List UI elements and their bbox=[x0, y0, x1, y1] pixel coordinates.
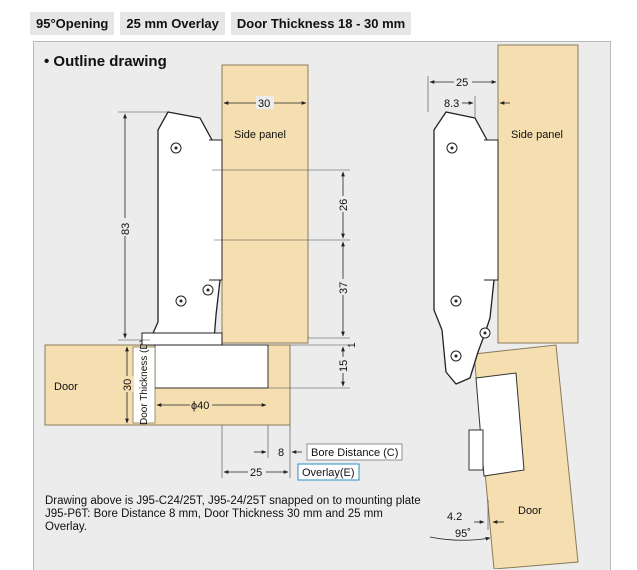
tab-door-thickness: Door Thickness 18 - 30 mm bbox=[230, 12, 412, 35]
dim-bg bbox=[336, 196, 350, 212]
dim-gap-4-2: 4.2 bbox=[447, 511, 462, 523]
dim-door-30: 30 bbox=[122, 379, 134, 391]
left-side-panel-label: Side panel bbox=[234, 129, 286, 141]
right-mounting-plate bbox=[484, 139, 499, 281]
dim-spacing-37: 37 bbox=[338, 282, 350, 294]
overlay-label: Overlay(E) bbox=[302, 467, 355, 479]
dim-bg bbox=[248, 465, 266, 478]
right-door-label: Door bbox=[518, 505, 542, 517]
left-mounting-plate bbox=[209, 139, 223, 281]
dim-bg bbox=[454, 75, 472, 88]
right-screw-top bbox=[446, 142, 458, 154]
right-view: Side panel Door 25 8.3 4.2 95˚ bbox=[427, 44, 579, 569]
left-screw-bottom bbox=[175, 295, 187, 307]
dim-panel-offset: 30 bbox=[258, 98, 270, 110]
door-thickness-label: Door Thickness (D) bbox=[139, 339, 150, 425]
dim-cup-diameter: ϕ40 bbox=[191, 400, 209, 412]
left-hinge-cup bbox=[154, 344, 269, 389]
right-screw-low bbox=[450, 350, 462, 362]
right-screw-plate bbox=[479, 327, 491, 339]
tab-overlay: 25 mm Overlay bbox=[120, 12, 225, 35]
dim-bg bbox=[256, 96, 274, 109]
spec-tabs: 95°Opening 25 mm Overlay Door Thickness … bbox=[30, 12, 412, 35]
dim-gap-1: 1 bbox=[347, 342, 358, 348]
drawing-caption: Drawing above is J95-C24/25T, J95-24/25T… bbox=[45, 495, 421, 533]
bore-distance-label: Bore Distance (C) bbox=[311, 447, 398, 459]
dim-top-8-3: 8.3 bbox=[444, 98, 459, 110]
dim-top-25: 25 bbox=[456, 77, 468, 89]
left-screw-top bbox=[170, 142, 182, 154]
right-screw-mid bbox=[450, 295, 462, 307]
overlay-callout bbox=[297, 463, 360, 481]
left-plate-base bbox=[141, 332, 223, 346]
left-hinge-arm bbox=[149, 111, 221, 341]
section-title: • Outline drawing bbox=[44, 53, 167, 70]
dim-bg bbox=[190, 398, 212, 411]
dim-bg bbox=[118, 218, 132, 236]
dim-bg bbox=[336, 357, 350, 373]
bore-distance-callout bbox=[306, 443, 403, 461]
dim-overlay-25: 25 bbox=[250, 467, 262, 479]
dim-bore-8: 8 bbox=[278, 447, 284, 459]
dim-depth-15: 15 bbox=[338, 360, 350, 372]
dim-bg bbox=[120, 376, 134, 392]
left-side-panel bbox=[221, 64, 309, 344]
dim-angle-95: 95˚ bbox=[455, 528, 471, 540]
angle-arc bbox=[429, 536, 491, 541]
left-door-label: Door bbox=[54, 381, 78, 393]
left-screw-plate bbox=[202, 284, 214, 296]
dim-bg bbox=[336, 279, 350, 295]
dim-height-83: 83 bbox=[120, 223, 132, 235]
right-cup-tab bbox=[468, 429, 484, 471]
left-view: Side panel Door Door Thickness (D) 30 83 bbox=[44, 64, 403, 481]
right-side-panel bbox=[497, 44, 579, 344]
right-side-panel-label: Side panel bbox=[511, 129, 563, 141]
tab-opening: 95°Opening bbox=[30, 12, 115, 35]
dim-spacing-26: 26 bbox=[338, 199, 350, 211]
